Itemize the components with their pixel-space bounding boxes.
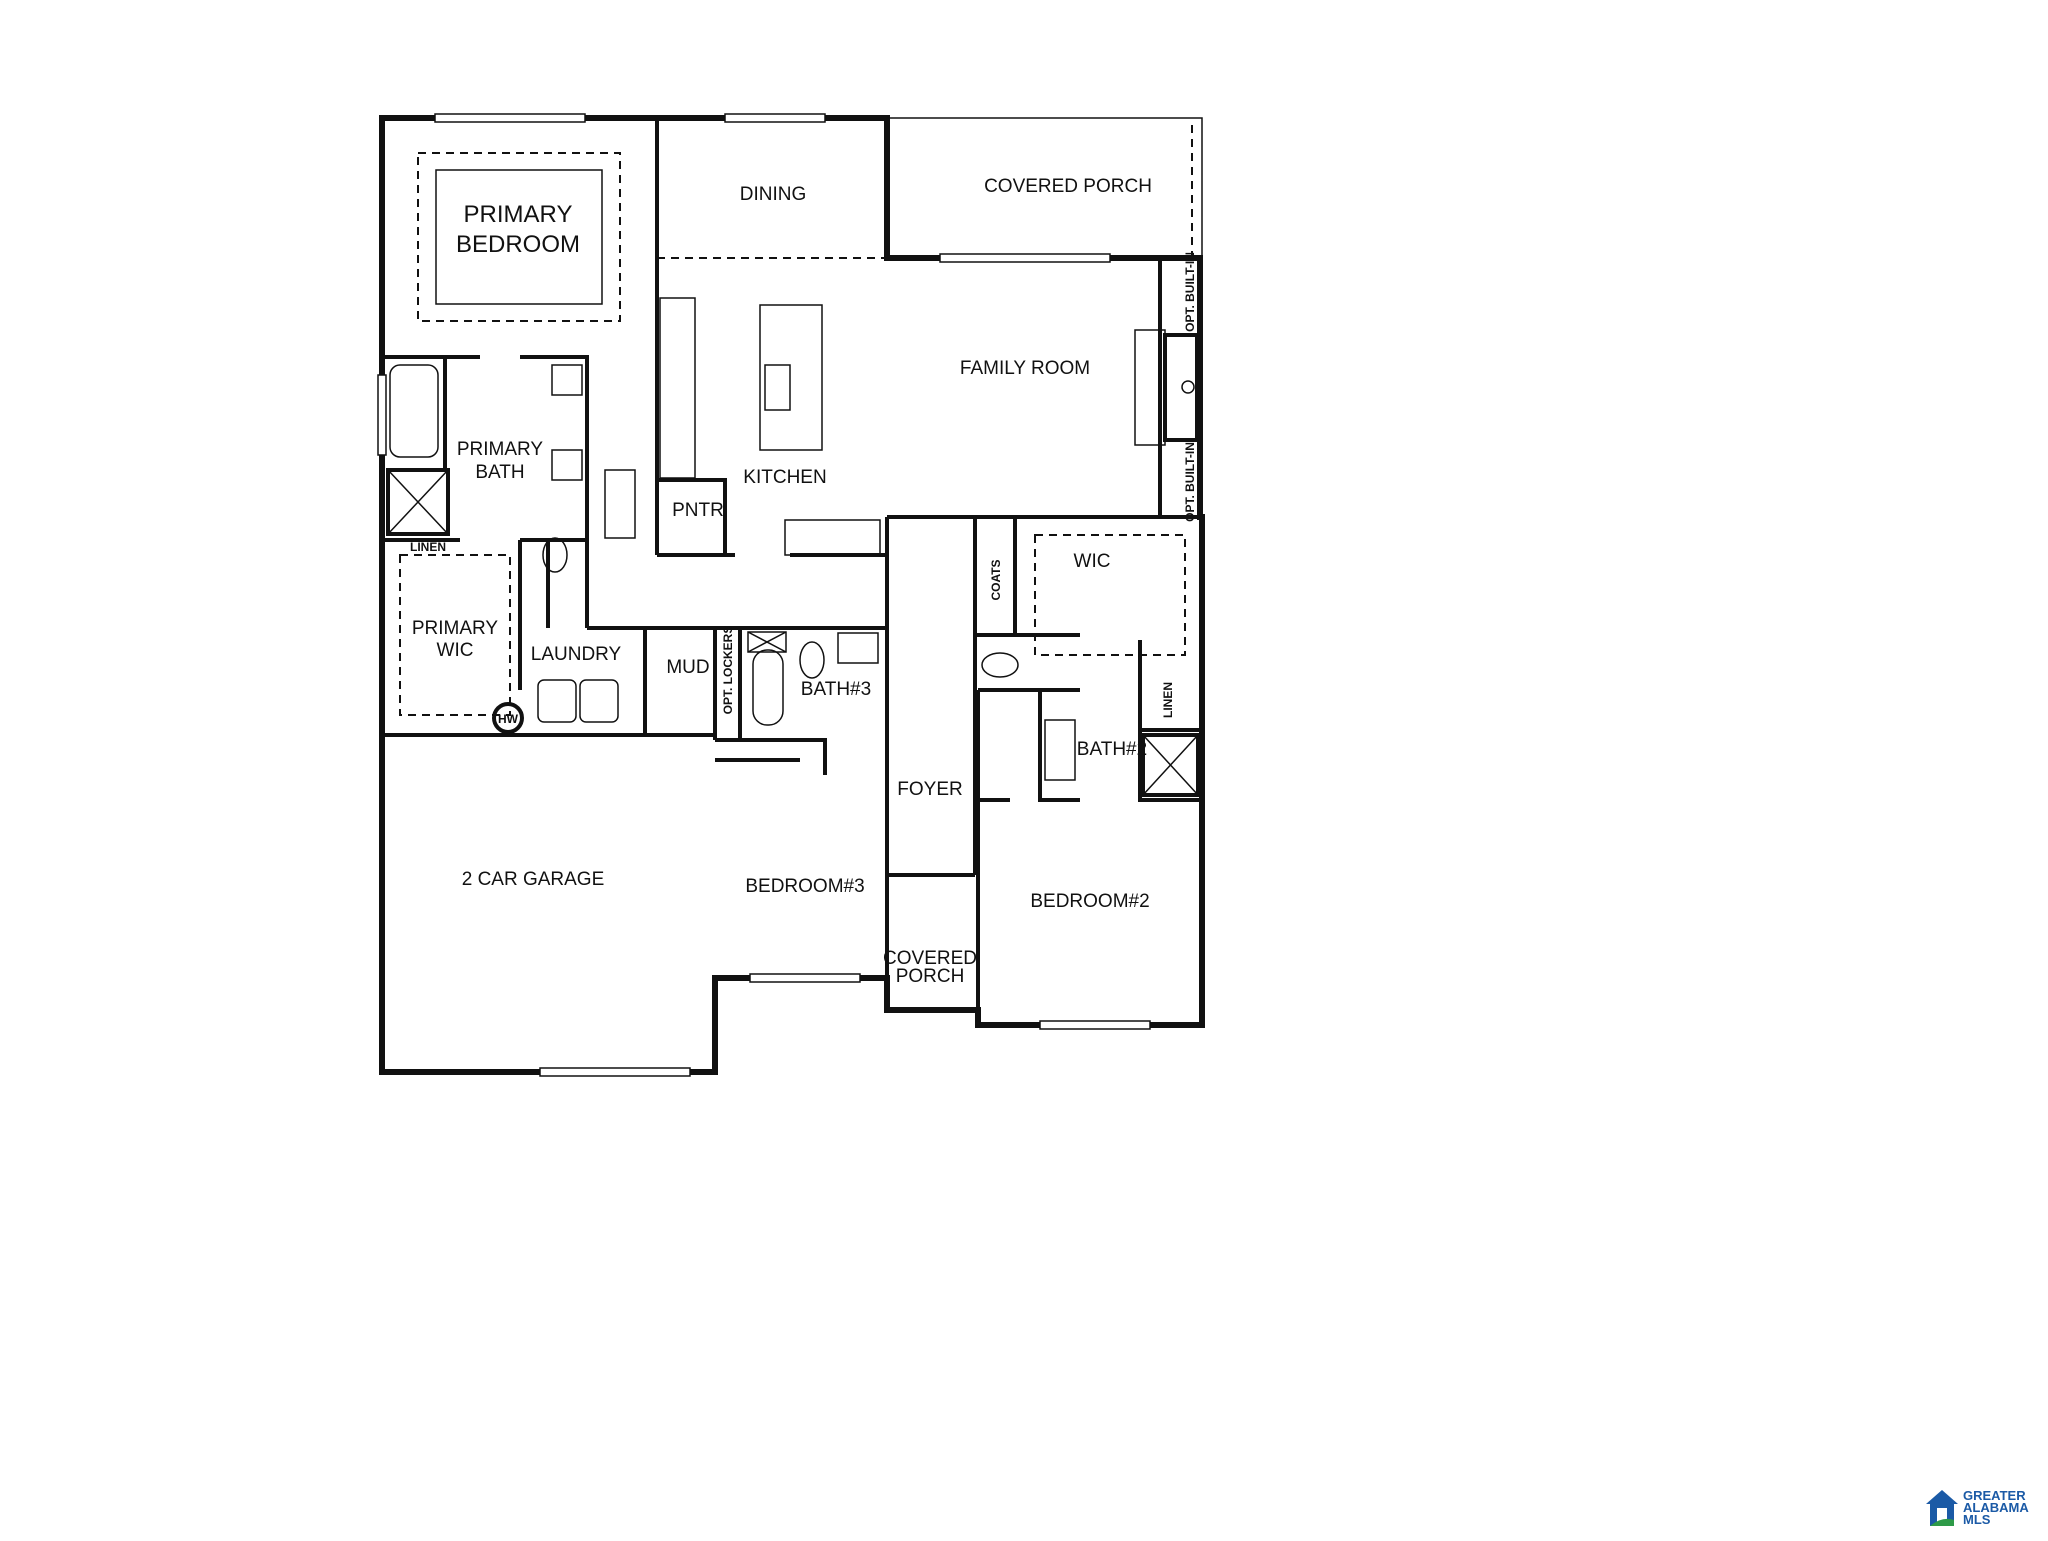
fixtures xyxy=(386,152,1200,797)
rear-porch-outline xyxy=(887,117,1203,258)
room-label-bedroom2: BEDROOM#2 xyxy=(1030,891,1149,912)
front-porch-outline xyxy=(886,978,975,1011)
room-label-laundry: LAUNDRY xyxy=(531,644,622,665)
room-label-covered-porch-rear: COVERED PORCH xyxy=(984,176,1152,197)
room-label-opt-built-in-bottom: OPT. BUILT-IN xyxy=(1183,442,1197,522)
room-label-bedroom3: BEDROOM#3 xyxy=(745,876,864,897)
room-label-wic: WIC xyxy=(1074,551,1111,572)
interior-walls xyxy=(382,120,1202,1010)
room-label-linen-bath2: LINEN xyxy=(1161,682,1175,718)
room-label-linen-primary: LINEN xyxy=(410,540,446,554)
house-icon xyxy=(1926,1490,1958,1526)
room-label-hw: HW xyxy=(498,712,519,726)
room-label-bath2: BATH#2 xyxy=(1077,739,1147,760)
room-label-dining: DINING xyxy=(740,184,807,205)
room-label-opt-built-in-top: OPT. BUILT-IN xyxy=(1183,252,1197,332)
room-label-mud: MUD xyxy=(666,657,709,678)
room-label-kitchen: KITCHEN xyxy=(743,467,826,488)
room-label-bath3: BATH#3 xyxy=(801,679,871,700)
room-label-coats: COATS xyxy=(989,559,1003,600)
greater-alabama-mls-logo: GREATER ALABAMA MLS xyxy=(1925,1488,2029,1528)
logo-text: GREATER ALABAMA MLS xyxy=(1963,1488,2029,1527)
room-label-family-room: FAMILY ROOM xyxy=(960,358,1090,379)
room-label-foyer: FOYER xyxy=(897,779,962,800)
windows xyxy=(377,113,1151,1077)
room-label-pantry: PNTR xyxy=(672,500,724,521)
room-label-garage: 2 CAR GARAGE xyxy=(462,869,605,890)
room-label-opt-lockers: OPT. LOCKERS xyxy=(721,626,735,715)
